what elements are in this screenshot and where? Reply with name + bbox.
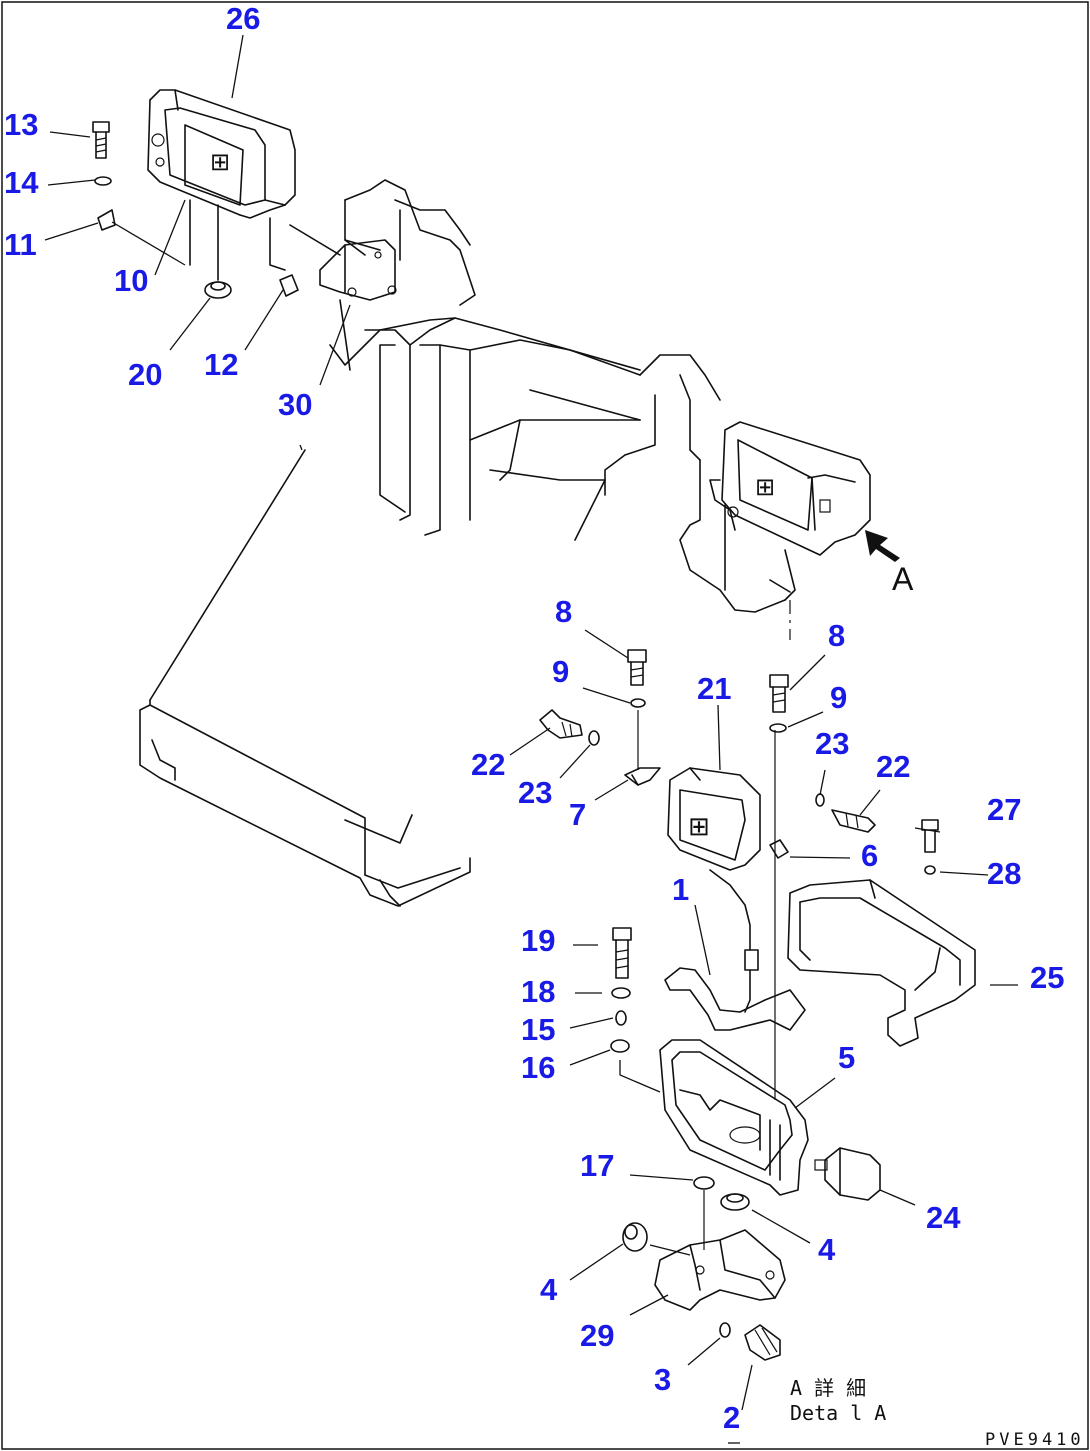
bolt-13 (92, 121, 110, 159)
callout-19: 19 (521, 923, 555, 958)
callout-20: 20 (128, 357, 162, 392)
work-lamp-upper-left: ⊞ (147, 89, 341, 281)
callout-4-left: 4 (540, 1272, 558, 1307)
callout-17: 17 (580, 1148, 614, 1183)
spacer-15 (615, 1010, 627, 1026)
callout-18: 18 (521, 974, 555, 1009)
washer-18 (611, 987, 631, 999)
callout-8-left: 8 (555, 594, 572, 629)
callout-3: 3 (654, 1362, 671, 1397)
bolt-22-right (831, 809, 876, 833)
callout-24: 24 (926, 1200, 961, 1235)
grommet-20 (204, 281, 232, 299)
callout-27: 27 (987, 792, 1021, 827)
callout-1: 1 (672, 872, 689, 907)
callout-9-right: 9 (830, 680, 847, 715)
lamp-grid-icon-right: ⊞ (755, 473, 775, 501)
callout-23-right: 23 (815, 726, 849, 761)
guard-5 (659, 1039, 809, 1196)
leader-lines (44, 34, 1018, 1444)
callout-30: 30 (278, 387, 312, 422)
bolt-8-left (627, 649, 647, 686)
bolt-27 (921, 819, 939, 853)
work-lamp-upper-right: ⊞ (721, 421, 871, 556)
washer-9-left (630, 698, 646, 708)
callout-28: 28 (987, 856, 1021, 891)
callout-8-right: 8 (828, 618, 845, 653)
detail-note: A 詳 細 Deta l A (790, 1376, 886, 1425)
washer-14 (94, 176, 112, 186)
washer-9-right (769, 723, 787, 733)
drawing-code: PVE9410 (985, 1430, 1085, 1450)
callout-21: 21 (697, 671, 731, 706)
callout-22-right: 22 (876, 749, 910, 784)
callout-14: 14 (4, 165, 39, 200)
work-lamp-21: ⊞ (667, 767, 761, 871)
washer-28 (924, 865, 936, 875)
lamp-grid-icon-21: ⊞ (688, 812, 710, 842)
callout-4-right: 4 (818, 1232, 836, 1267)
detail-note-japanese: A 詳 細 (790, 1376, 866, 1400)
rubber-mount-4-right (720, 1193, 750, 1211)
washer-16 (610, 1039, 630, 1053)
bracket-29 (654, 1229, 786, 1311)
callout-labels: 26 13 14 11 10 20 12 30 8 9 21 8 9 22 23… (4, 1, 1064, 1435)
view-arrow-a: A (865, 530, 914, 597)
connector-24 (814, 1147, 881, 1201)
detail-note-english: Deta l A (790, 1401, 886, 1425)
bolt-19 (612, 927, 632, 979)
callout-5: 5 (838, 1040, 855, 1075)
bracket-30 (319, 239, 397, 371)
clip-6 (769, 839, 789, 859)
washer-3 (719, 1322, 731, 1338)
callout-12: 12 (204, 347, 238, 382)
callout-23-left: 23 (518, 775, 552, 810)
callout-11: 11 (4, 227, 37, 262)
washer-23-right (815, 793, 825, 807)
bracket-7 (624, 767, 661, 786)
callout-6: 6 (861, 838, 878, 873)
washer-17 (693, 1176, 715, 1190)
lamp-grid-icon: ⊞ (210, 148, 230, 176)
bolt-2 (744, 1324, 781, 1361)
view-arrow-label: A (892, 561, 914, 597)
callout-16: 16 (521, 1050, 555, 1085)
callout-7: 7 (569, 797, 586, 832)
clip-11 (97, 209, 116, 231)
rubber-mount-4-left (622, 1222, 648, 1252)
callout-2: 2 (723, 1400, 740, 1435)
machine-body (139, 179, 796, 907)
callout-25: 25 (1030, 960, 1064, 995)
callout-29: 29 (580, 1318, 614, 1353)
callout-15: 15 (521, 1012, 555, 1047)
callout-26: 26 (226, 1, 260, 36)
callout-9-left: 9 (552, 654, 569, 689)
bolt-22-left (539, 709, 583, 739)
callout-10: 10 (114, 263, 148, 298)
callout-13: 13 (4, 107, 38, 142)
bolt-8-right (769, 674, 789, 713)
harness-1 (664, 869, 806, 1031)
washer-23-left (588, 730, 600, 746)
cover-25 (787, 879, 976, 1047)
callout-22-left: 22 (471, 747, 505, 782)
nut-12 (279, 274, 299, 297)
